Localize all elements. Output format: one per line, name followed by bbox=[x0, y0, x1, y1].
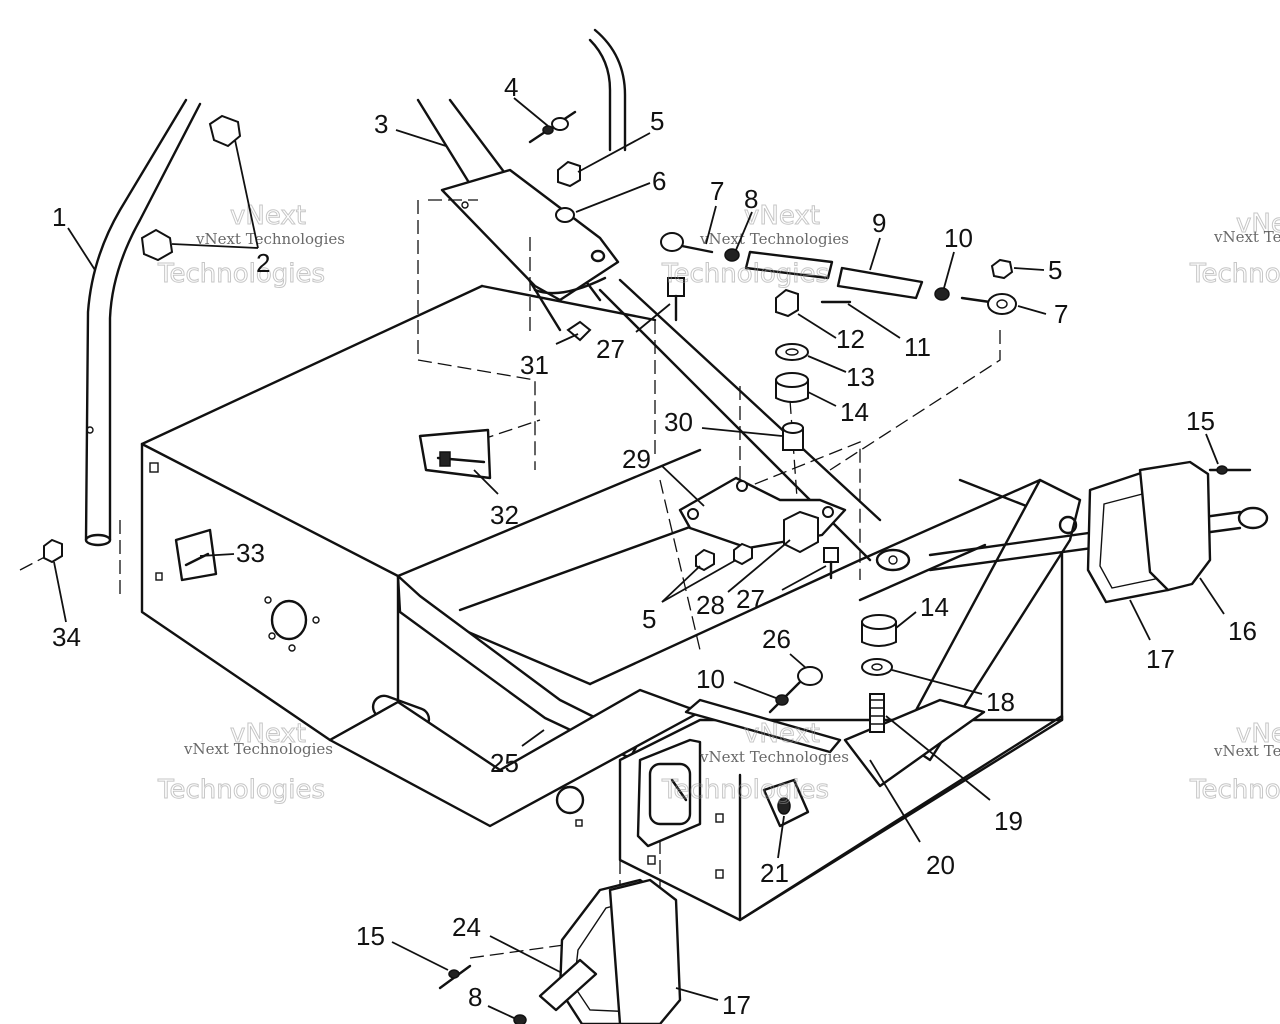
callout-17: 17 bbox=[722, 990, 751, 1020]
watermark-technologies: Technologies bbox=[1189, 259, 1280, 289]
callout-34: 34 bbox=[52, 622, 81, 652]
watermark-text: vNext Technologies bbox=[195, 230, 345, 248]
chassis-frame bbox=[84, 28, 1269, 922]
callout-30: 30 bbox=[664, 407, 693, 437]
callout-14: 14 bbox=[840, 397, 869, 427]
watermark-technologies: Technologies bbox=[157, 775, 325, 805]
callout-21: 21 bbox=[760, 858, 789, 888]
watermark-overlay: vNext bbox=[1236, 209, 1280, 239]
callout-25: 25 bbox=[490, 748, 519, 778]
callout-28: 28 bbox=[696, 590, 725, 620]
hardware bbox=[43, 110, 1252, 1024]
callout-11: 11 bbox=[904, 332, 931, 362]
callout-12: 12 bbox=[836, 324, 865, 354]
callout-33: 33 bbox=[236, 538, 265, 568]
watermark-group: vNext vNext Technologies Technologies vN… bbox=[157, 201, 1280, 806]
watermark-text: vNext Technologies bbox=[1213, 742, 1280, 760]
callout-32: 32 bbox=[490, 500, 519, 530]
callout-2: 2 bbox=[256, 248, 270, 278]
callout-8: 8 bbox=[468, 982, 482, 1012]
watermark-overlay: vNext bbox=[230, 201, 306, 231]
watermark-technologies: Technologies bbox=[661, 259, 829, 289]
callout-4: 4 bbox=[504, 72, 518, 102]
watermark-overlay: vNext bbox=[1236, 719, 1280, 749]
watermark-overlay: vNext bbox=[230, 719, 306, 749]
callout-14: 14 bbox=[920, 592, 949, 622]
callout-7: 7 bbox=[710, 176, 724, 206]
watermark-technologies: Technologies bbox=[1189, 775, 1280, 805]
callout-6: 6 bbox=[652, 166, 666, 196]
callout-3: 3 bbox=[374, 109, 388, 139]
watermark-text: vNext Technologies bbox=[1213, 228, 1280, 246]
callout-8: 8 bbox=[744, 184, 758, 214]
watermark-technologies: Technologies bbox=[157, 259, 325, 289]
watermark-text: vNext Technologies bbox=[699, 748, 849, 766]
watermark-overlay: vNext bbox=[744, 719, 820, 749]
callout-27: 27 bbox=[596, 334, 625, 364]
callout-7: 7 bbox=[1054, 299, 1068, 329]
callout-1: 1 bbox=[52, 202, 66, 232]
callout-18: 18 bbox=[986, 687, 1015, 717]
callout-31: 31 bbox=[520, 350, 549, 380]
callout-5: 5 bbox=[642, 604, 656, 634]
callout-27: 27 bbox=[736, 584, 765, 614]
callout-17: 17 bbox=[1146, 644, 1175, 674]
callout-16: 16 bbox=[1228, 616, 1257, 646]
callout-20: 20 bbox=[926, 850, 955, 880]
callout-26: 26 bbox=[762, 624, 791, 654]
callout-group: 1 2 3 4 5 6 7 8 9 10 5 7 12 11 31 27 bbox=[52, 72, 1257, 1020]
callout-15: 15 bbox=[1186, 406, 1215, 436]
callout-5: 5 bbox=[650, 106, 664, 136]
callout-13: 13 bbox=[846, 362, 875, 392]
watermark-text: vNext Technologies bbox=[699, 230, 849, 248]
callout-10: 10 bbox=[944, 223, 973, 253]
watermark-technologies: Technologies bbox=[661, 775, 829, 805]
callout-15: 15 bbox=[356, 921, 385, 951]
callout-5: 5 bbox=[1048, 255, 1062, 285]
callout-29: 29 bbox=[622, 444, 651, 474]
watermark-text: vNext Technologies bbox=[183, 740, 333, 758]
callout-19: 19 bbox=[994, 806, 1023, 836]
callout-10: 10 bbox=[696, 664, 725, 694]
callout-24: 24 bbox=[452, 912, 481, 942]
watermark-overlay: vNext bbox=[744, 201, 820, 231]
callout-9: 9 bbox=[872, 208, 886, 238]
